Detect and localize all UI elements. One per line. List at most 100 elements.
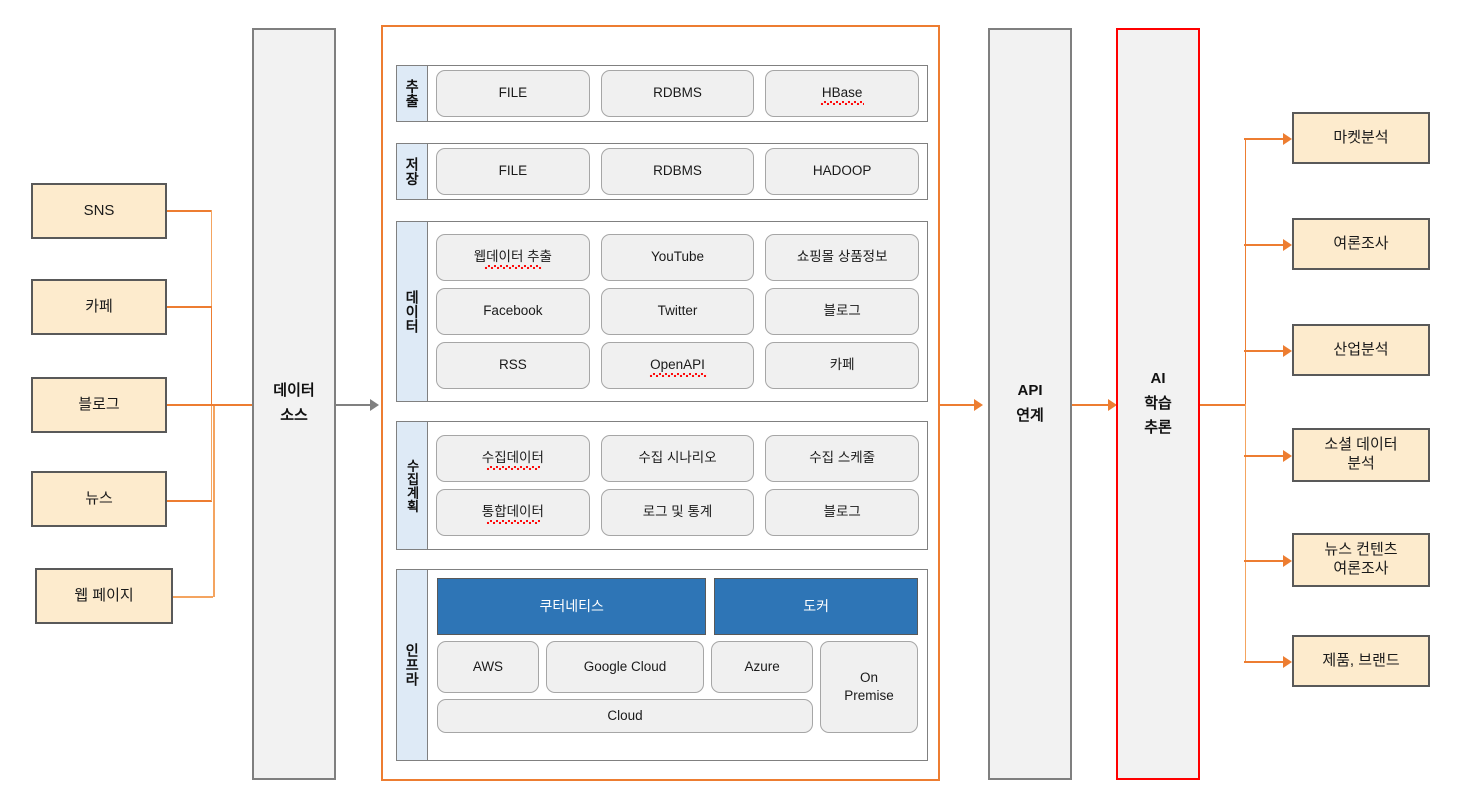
connector-out-1	[1244, 138, 1286, 140]
chip-aws[interactable]: AWS	[437, 641, 539, 693]
layer-row: FILE RDBMS HADOOP	[436, 148, 920, 195]
chip-label: RSS	[498, 357, 527, 373]
connector-trunk-upper	[1244, 138, 1246, 404]
connector-webpage-riser	[213, 404, 215, 597]
layer-row: 웹데이터 추출 YouTube 쇼핑몰 상품정보	[436, 234, 920, 281]
connector-out-3	[1244, 350, 1286, 352]
chip-shopping-mall-product-info[interactable]: 쇼핑몰 상품정보	[765, 234, 920, 281]
connector-out-5	[1244, 560, 1286, 562]
pillar-api[interactable]: API 연계	[988, 28, 1072, 780]
output-label-line1: 산업분석	[1333, 340, 1389, 358]
output-label-line2: 여론조사	[1333, 560, 1389, 577]
chip-rdbms[interactable]: RDBMS	[600, 70, 755, 117]
connector-out-6	[1244, 661, 1286, 663]
layer-row: 수집데이터 수집 시나리오 수집 스케줄	[436, 435, 920, 482]
chip-label: AWS	[472, 658, 504, 674]
chip-label-line1: On	[859, 670, 878, 686]
chip-integrated-data[interactable]: 통합데이터	[436, 489, 590, 536]
chip-label: HADOOP	[812, 163, 872, 179]
pillar-ai[interactable]: AI 학습 추론	[1116, 28, 1200, 780]
pillar-data-source[interactable]: 데이터 소스	[252, 28, 336, 780]
pillar-line-2: 소스	[280, 407, 308, 424]
source-label: 카페	[85, 297, 113, 315]
chip-cafe[interactable]: 카페	[765, 342, 920, 389]
chip-label: 수집데이터	[481, 450, 544, 466]
connector-ai-trunk-stub	[1200, 404, 1246, 406]
arrow-platform-to-api	[974, 399, 983, 411]
source-box-webpage[interactable]: 웹 페이지	[35, 568, 173, 624]
chip-label-line2: Premise	[844, 688, 894, 703]
chip-blog[interactable]: 블로그	[765, 489, 920, 536]
chip-rdbms[interactable]: RDBMS	[600, 148, 755, 195]
chip-rss[interactable]: RSS	[436, 342, 590, 389]
connector-sns	[167, 210, 212, 212]
layer-row: FILE RDBMS HBase	[436, 70, 920, 117]
chip-web-data-extract[interactable]: 웹데이터 추출	[436, 234, 590, 281]
chip-collected-data[interactable]: 수집데이터	[436, 435, 590, 482]
chip-file[interactable]: FILE	[436, 70, 590, 117]
source-box-blog[interactable]: 블로그	[31, 377, 167, 433]
chip-label: FILE	[498, 163, 528, 179]
chip-label: 웹데이터 추출	[473, 249, 552, 265]
source-box-news[interactable]: 뉴스	[31, 471, 167, 527]
infra-cloud-stack: AWS Google Cloud Azure Cloud	[437, 641, 814, 733]
layer-label-infra: 인프라	[397, 570, 428, 760]
output-box-industry-analysis[interactable]: 산업분석	[1292, 324, 1430, 376]
chip-label: 로그 및 통계	[642, 504, 713, 520]
layer-row: RSS OpenAPI 카페	[436, 342, 920, 389]
output-label-line1: 제품, 브랜드	[1322, 651, 1400, 669]
chip-twitter[interactable]: Twitter	[600, 288, 755, 335]
chip-kubernetes[interactable]: 쿠터네티스	[437, 578, 707, 635]
connector-source-to-platform	[336, 404, 372, 406]
chip-label: Azure	[744, 658, 780, 674]
output-box-social-data-analysis[interactable]: 소셜 데이터 분석	[1292, 428, 1430, 482]
infra-cloud-row: AWS Google Cloud Azure	[437, 641, 814, 693]
chip-label: HBase	[821, 85, 863, 101]
chip-hbase[interactable]: HBase	[765, 70, 920, 117]
chip-label: Facebook	[483, 303, 543, 319]
arrow-source-to-platform	[370, 399, 379, 411]
layer-collection-plan: 수집계획 수집데이터 수집 시나리오 수집 스케줄 통합데이터	[396, 421, 928, 550]
source-box-sns[interactable]: SNS	[31, 183, 167, 239]
chip-label: 수집 스케줄	[809, 450, 876, 466]
chip-log-and-stats[interactable]: 로그 및 통계	[600, 489, 755, 536]
arrow-out-4	[1283, 450, 1292, 462]
chip-azure[interactable]: Azure	[711, 641, 814, 693]
layer-row: 통합데이터 로그 및 통계 블로그	[436, 489, 920, 536]
chip-label: 도커	[803, 598, 830, 615]
chip-openapi[interactable]: OpenAPI	[600, 342, 755, 389]
pillar-line-1: 데이터	[273, 382, 315, 400]
output-label-line1: 소셜 데이터	[1324, 436, 1398, 454]
chip-label: Cloud	[607, 707, 643, 723]
chip-facebook[interactable]: Facebook	[436, 288, 590, 335]
chip-cloud[interactable]: Cloud	[437, 699, 813, 733]
arrow-out-3	[1283, 345, 1292, 357]
arrow-out-1	[1283, 133, 1292, 145]
chip-file[interactable]: FILE	[436, 148, 590, 195]
output-box-product-brand[interactable]: 제품, 브랜드	[1292, 635, 1430, 687]
output-box-market-analysis[interactable]: 마켓분석	[1292, 112, 1430, 164]
chip-hadoop[interactable]: HADOOP	[765, 148, 920, 195]
chip-label: YouTube	[650, 249, 705, 265]
chip-on-premise[interactable]: On Premise	[820, 641, 918, 733]
chip-youtube[interactable]: YouTube	[600, 234, 755, 281]
chip-google-cloud[interactable]: Google Cloud	[545, 641, 705, 693]
chip-label: 블로그	[823, 504, 861, 520]
chip-collection-schedule[interactable]: 수집 스케줄	[765, 435, 920, 482]
chip-docker[interactable]: 도커	[714, 578, 918, 635]
layer-label-collection-plan: 수집계획	[397, 422, 428, 549]
output-label-line1: 마켓분석	[1333, 128, 1389, 146]
layer-infra: 인프라 쿠터네티스 도커 AWS	[396, 569, 928, 761]
source-box-cafe[interactable]: 카페	[31, 279, 167, 335]
source-label: 뉴스	[85, 489, 113, 507]
chip-label: 통합데이터	[481, 504, 544, 520]
output-label-line2: 분석	[1347, 455, 1375, 472]
output-box-news-content-opinion-survey[interactable]: 뉴스 컨텐츠 여론조사	[1292, 533, 1430, 587]
connector-merge-bus	[210, 404, 256, 406]
layer-label-extract: 추출	[397, 66, 428, 121]
infra-top-row: 쿠터네티스 도커	[437, 578, 918, 635]
chip-blog[interactable]: 블로그	[765, 288, 920, 335]
output-box-public-opinion-survey[interactable]: 여론조사	[1292, 218, 1430, 270]
arrow-out-6	[1283, 656, 1292, 668]
chip-collection-scenario[interactable]: 수집 시나리오	[600, 435, 755, 482]
